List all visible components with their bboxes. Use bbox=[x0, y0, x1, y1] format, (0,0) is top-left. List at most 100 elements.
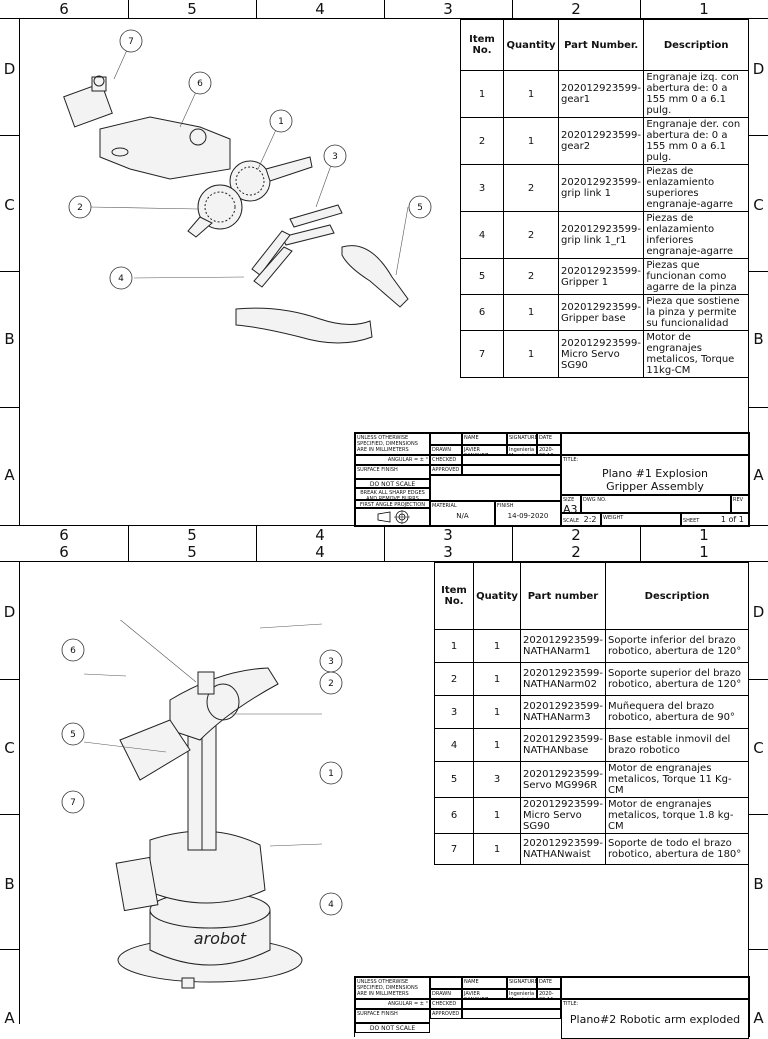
zone-row-label: B bbox=[4, 875, 15, 893]
zone-col-label: 6 bbox=[59, 543, 69, 561]
bom-cell: 1 bbox=[473, 662, 521, 696]
tb-title: TITLE: Plano #1 Explosion Gripper Assemb… bbox=[561, 455, 749, 495]
bom-cell: 5 bbox=[460, 258, 504, 295]
bom-cell: 2 bbox=[460, 117, 504, 165]
svg-text:5: 5 bbox=[70, 730, 76, 740]
tb-break-edges: BREAK ALL SHARP EDGES AND REMOVE BURRS bbox=[355, 488, 430, 500]
tb-name-header: NAME bbox=[462, 433, 507, 445]
bom-cell: 1 bbox=[503, 117, 559, 165]
zone-row-top: 6 5 4 3 2 1 bbox=[0, 543, 768, 562]
tb-finish-label: FINISH bbox=[497, 503, 514, 509]
zone-row-label: C bbox=[4, 739, 15, 757]
svg-text:2: 2 bbox=[77, 203, 83, 213]
balloon-1: 1 bbox=[319, 761, 343, 785]
bom-cell: Engranaje izq. con abertura de: 0 a 155 … bbox=[643, 70, 749, 118]
gripper-finger-right-part bbox=[341, 245, 409, 308]
bom-cell: 6 bbox=[460, 294, 504, 331]
bom-cell: Motor de engranajes metalicos, Torque 11… bbox=[604, 761, 750, 798]
bom-cell: Engranaje der. con abertura de: 0 a 155 … bbox=[643, 117, 749, 165]
tb-drawn-signature: Ingeniería Mecatrónica bbox=[507, 989, 537, 999]
zone-col-label: 2 bbox=[571, 543, 581, 561]
bom-cell: 202012923599-Gripper base bbox=[557, 294, 645, 331]
tb-size: SIZE A3 bbox=[561, 495, 581, 513]
zone-row-label: D bbox=[752, 603, 765, 621]
svg-text:2: 2 bbox=[328, 679, 334, 689]
zone-col-label: 4 bbox=[315, 526, 325, 544]
title-block-1: UNLESS OTHERWISE SPECIFIED, DIMENSIONS A… bbox=[354, 432, 750, 527]
zone-row-label: A bbox=[753, 1009, 764, 1027]
bom-cell: 202012923599-Gripper 1 bbox=[557, 258, 645, 295]
bom-cell: Piezas de enlazamiento superiores engran… bbox=[643, 164, 749, 212]
table-row: 3 2 202012923599-grip link 1 Piezas de e… bbox=[460, 164, 749, 212]
table-row: 3 1 202012923599-NATHANarm3 Muñequera de… bbox=[434, 695, 750, 729]
tb-date-header: DATE bbox=[537, 433, 561, 445]
drawing-title: Plano#2 Robotic arm exploded bbox=[569, 1013, 741, 1026]
svg-text:3: 3 bbox=[332, 152, 338, 162]
balloon-5: 5 bbox=[61, 722, 85, 746]
tb-scale-label: SCALE bbox=[563, 518, 580, 524]
tb-angular: ANGULAR = ± ° bbox=[355, 455, 430, 465]
bom-header: Item No. bbox=[434, 562, 474, 630]
svg-text:7: 7 bbox=[128, 37, 134, 47]
zone-col-label: 1 bbox=[699, 0, 709, 18]
bom-cell: Pieza que sostiene la pinza y permite su… bbox=[643, 294, 749, 331]
bom-cell: Soporte inferior del brazo robotico, abe… bbox=[604, 629, 750, 663]
zone-col-label: 5 bbox=[187, 0, 197, 18]
balloon-4: 4 bbox=[319, 892, 343, 916]
bom-cell: Base estable inmovil del brazo robotico bbox=[604, 728, 750, 762]
balloon-7: 7 bbox=[119, 29, 143, 53]
svg-text:3: 3 bbox=[328, 657, 334, 667]
tb-notes: UNLESS OTHERWISE SPECIFIED, DIMENSIONS A… bbox=[355, 433, 430, 455]
bom-cell: 202012923599-NATHANarm02 bbox=[520, 662, 606, 696]
zone-col-label: 4 bbox=[315, 0, 325, 18]
tb-projection: FIRST ANGLE PROJECTION bbox=[355, 500, 430, 508]
bom-cell: 1 bbox=[434, 629, 474, 663]
bom-header: Item No. bbox=[460, 19, 504, 71]
bom-cell: 6 bbox=[434, 797, 474, 834]
bom-cell: 7 bbox=[434, 833, 474, 865]
table-row: 5 3 202012923599-Servo MG996R Motor de e… bbox=[434, 761, 750, 798]
balloon-1: 1 bbox=[269, 109, 293, 133]
tb-checked-label: CHECKED bbox=[430, 455, 462, 465]
bom-header: Quatity bbox=[473, 562, 521, 630]
table-row: 6 1 202012923599-Micro Servo SG90 Motor … bbox=[434, 797, 750, 834]
bom-cell: 202012923599-Servo MG996R bbox=[520, 761, 606, 798]
tb-surface-finish: SURFACE FINISH bbox=[355, 465, 430, 479]
zone-row-label: B bbox=[753, 875, 764, 893]
balloon-5: 5 bbox=[408, 195, 432, 219]
bill-of-materials-table-2: Item No. Quatity Part number Description… bbox=[434, 562, 750, 865]
bom-cell: Muñequera del brazo robotico, abertura d… bbox=[604, 695, 750, 729]
tb-title-label: TITLE: bbox=[563, 1001, 579, 1007]
table-row: 2 1 202012923599-gear2 Engranaje der. co… bbox=[460, 117, 749, 165]
tb-sheet: SHEET 1 of 1 bbox=[681, 513, 749, 526]
zone-col-left: D C B A bbox=[0, 18, 20, 525]
bom-cell: 1 bbox=[503, 70, 559, 118]
bom-cell: 1 bbox=[473, 695, 521, 729]
bom-cell: 1 bbox=[473, 833, 521, 865]
zone-col-label: 3 bbox=[443, 543, 453, 561]
tb-signature-header: SIGNATURE bbox=[507, 977, 537, 989]
zone-row-label: B bbox=[753, 330, 764, 348]
table-row: 7 1 202012923599-Micro Servo SG90 Motor … bbox=[460, 330, 749, 378]
tb-signature-header: SIGNATURE bbox=[507, 433, 537, 445]
bom-header: Quantity bbox=[503, 19, 559, 71]
tb-finish-value: 14-09-2020 bbox=[507, 512, 549, 520]
svg-text:4: 4 bbox=[328, 900, 334, 910]
bill-of-materials-table-1: Item No. Quantity Part Number. Descripti… bbox=[460, 19, 749, 378]
bom-cell: 202012923599-Micro Servo SG90 bbox=[520, 797, 606, 834]
zone-col-label: 5 bbox=[187, 526, 197, 544]
bom-cell: 2 bbox=[434, 662, 474, 696]
tb-notes: UNLESS OTHERWISE SPECIFIED, DIMENSIONS A… bbox=[355, 977, 430, 999]
micro-servo-part bbox=[197, 671, 215, 695]
zone-col-label: 6 bbox=[59, 0, 69, 18]
bom-cell: 1 bbox=[473, 797, 521, 834]
tb-material-label: MATERIAL bbox=[432, 503, 457, 509]
bom-cell: 1 bbox=[473, 728, 521, 762]
drawing-sheet-1: 6 5 4 3 2 1 6 5 4 3 2 1 D C B A D C bbox=[0, 0, 768, 544]
gripper-base-part bbox=[99, 116, 231, 180]
bom-cell: 1 bbox=[503, 294, 559, 331]
bom-cell: 202012923599-gear1 bbox=[557, 70, 645, 118]
zone-row-label: C bbox=[4, 196, 15, 214]
zone-row-label: C bbox=[753, 739, 764, 757]
bom-cell: Motor de engranajes metalicos, Torque 11… bbox=[643, 330, 749, 378]
